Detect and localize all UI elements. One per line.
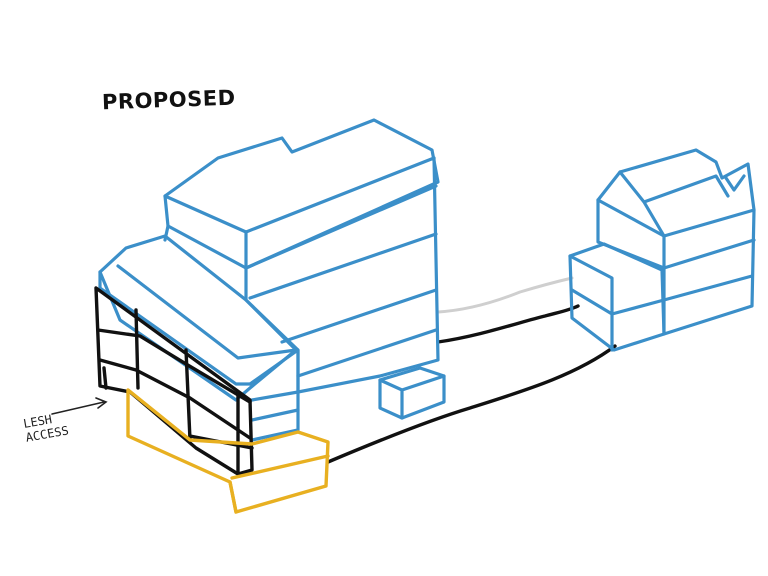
annex-box xyxy=(378,366,446,420)
connection-lines xyxy=(326,276,617,464)
tower-floor-line-3 xyxy=(280,288,438,344)
ground-level-plinth xyxy=(126,388,330,514)
lower-black-link xyxy=(326,344,617,464)
wing-front-face xyxy=(248,348,300,442)
access-arrow xyxy=(51,397,108,415)
neighbour-lower-box-edges xyxy=(568,254,666,352)
upper-black-link xyxy=(436,304,580,344)
neighbour-floor-line-2 xyxy=(662,274,754,302)
main-tower-block xyxy=(163,118,440,394)
tower-roof-ridge-top xyxy=(244,156,436,234)
frame-vertical-2 xyxy=(184,348,192,442)
frame-door-post xyxy=(102,366,108,390)
neighbour-roof-main xyxy=(596,148,756,238)
frame-vertical-1 xyxy=(134,308,140,390)
tower-floor-line-4 xyxy=(296,328,438,378)
neighbour-roof-dormer xyxy=(724,174,746,192)
annex-box-edge xyxy=(378,374,446,420)
plinth-top-edge xyxy=(230,454,330,480)
wing-roof-inner xyxy=(116,264,298,360)
tower-floor-line-2 xyxy=(248,232,438,300)
wing-floor-line-2 xyxy=(250,408,300,422)
frame-horizontal-1 xyxy=(96,328,252,404)
tower-floor-line-1 xyxy=(244,184,438,270)
wing-roof-edge xyxy=(98,270,252,386)
small-annex-box xyxy=(378,366,446,420)
wing-floor-line-1 xyxy=(250,390,300,402)
neighbour-roof-inner xyxy=(618,170,730,238)
glazed-frame-grid xyxy=(94,286,254,476)
neighbour-lower-box xyxy=(568,242,666,352)
frame-horizontal-2 xyxy=(98,358,252,440)
plinth-outline xyxy=(126,388,330,514)
neighbour-block xyxy=(568,148,756,352)
plinth-corner xyxy=(228,480,238,514)
neighbour-front-face xyxy=(662,208,756,336)
neighbour-floor-line-1 xyxy=(662,238,756,270)
access-arrow-shaft xyxy=(51,401,105,415)
access-arrow-head xyxy=(95,397,108,409)
grey-link-line xyxy=(436,276,574,314)
